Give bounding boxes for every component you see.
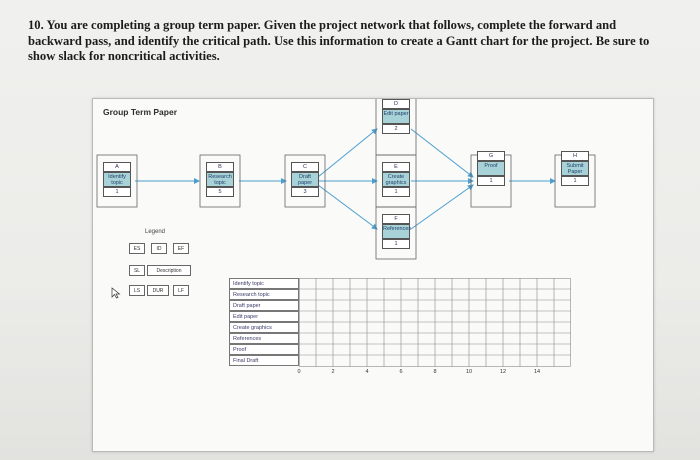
gantt-row-label: Research topic xyxy=(229,289,299,300)
legend-sl: SL xyxy=(129,265,145,276)
arrow-c-d xyxy=(317,128,378,178)
node-dur: 1 xyxy=(382,239,410,249)
node-dur: 1 xyxy=(382,187,410,197)
gantt-tick: 14 xyxy=(533,369,541,375)
arrow-d-g xyxy=(410,128,474,178)
node-dur: 1 xyxy=(561,176,589,186)
node-f: F References 1 xyxy=(382,214,411,250)
legend-id: ID xyxy=(151,243,167,254)
node-g: G Proof 1 xyxy=(477,151,505,187)
node-dur: 3 xyxy=(291,187,319,197)
gantt-grid xyxy=(299,278,571,367)
node-frame-f xyxy=(375,206,417,260)
node-desc: Create graphics xyxy=(382,172,410,187)
node-id: B xyxy=(206,162,234,172)
gantt-row-label: Proof xyxy=(229,344,299,355)
legend-ls: LS xyxy=(129,285,145,296)
gantt-tick: 4 xyxy=(365,369,369,375)
node-c: C Draft paper 3 xyxy=(291,162,319,198)
gantt-tick: 6 xyxy=(399,369,403,375)
legend-lf: LF xyxy=(173,285,189,296)
gantt-row-label: Edit paper xyxy=(229,311,299,322)
node-desc: References xyxy=(382,224,411,239)
node-id: E xyxy=(382,162,410,172)
question-number: 10. xyxy=(28,18,44,32)
node-dur: 2 xyxy=(382,124,410,134)
arrow-c-f xyxy=(317,184,378,230)
gantt-tick: 0 xyxy=(297,369,301,375)
node-e: E Create graphics 1 xyxy=(382,162,410,198)
node-d: D Edit paper 2 xyxy=(382,99,410,135)
legend-es: ES xyxy=(129,243,145,254)
node-frame-b xyxy=(199,154,241,208)
question-text: 10. You are completing a group term pape… xyxy=(28,18,668,65)
node-id: G xyxy=(477,151,505,161)
figure-title: Group Term Paper xyxy=(103,107,177,117)
network-figure: Group Term Paper xyxy=(92,98,654,452)
gantt-tick: 10 xyxy=(465,369,473,375)
cursor-icon xyxy=(111,287,121,299)
question-body: You are completing a group term paper. G… xyxy=(28,18,650,63)
legend-description: Description xyxy=(147,265,191,276)
gantt-tick: 2 xyxy=(331,369,335,375)
gantt-row-label: References xyxy=(229,333,299,344)
node-desc: Proof xyxy=(477,161,505,176)
network-arrows xyxy=(96,99,596,260)
node-desc: Edit paper xyxy=(382,109,410,124)
node-desc: Identify topic xyxy=(103,172,131,187)
node-dur: 5 xyxy=(206,187,234,197)
node-id: F xyxy=(382,214,410,224)
gantt-tick: 8 xyxy=(433,369,437,375)
arrow-f-g xyxy=(410,184,474,230)
gantt-row-label: Create graphics xyxy=(229,322,299,333)
gantt-row-label: Identify topic xyxy=(229,278,299,289)
node-id: H xyxy=(561,151,589,161)
legend-ef: EF xyxy=(173,243,189,254)
node-desc: Submit Paper xyxy=(561,161,589,176)
node-id: A xyxy=(103,162,131,172)
node-id: D xyxy=(382,99,410,109)
node-h: H Submit Paper 1 xyxy=(561,151,589,187)
gantt-row-label: Draft paper xyxy=(229,300,299,311)
legend-dur: DUR xyxy=(147,285,169,296)
node-b: B Research topic 5 xyxy=(206,162,234,198)
node-desc: Draft paper xyxy=(291,172,319,187)
node-id: C xyxy=(291,162,319,172)
node-dur: 1 xyxy=(103,187,131,197)
legend-title: Legend xyxy=(145,229,166,235)
node-frame-c xyxy=(284,154,326,208)
node-frame-a xyxy=(96,154,138,208)
node-dur: 1 xyxy=(477,176,505,186)
gantt-tick: 12 xyxy=(499,369,507,375)
node-a: A Identify topic 1 xyxy=(103,162,131,198)
node-desc: Research topic xyxy=(206,172,234,187)
gantt-row-label: Final Draft xyxy=(229,355,299,366)
